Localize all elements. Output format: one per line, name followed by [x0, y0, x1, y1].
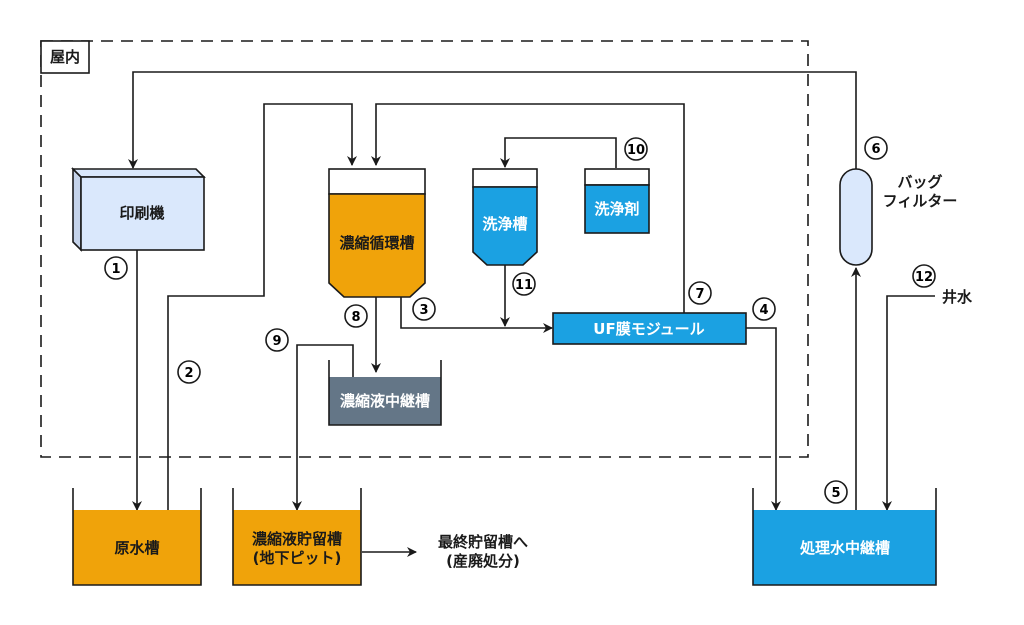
marker-2: 2: [177, 360, 201, 384]
marker-5: 5: [824, 480, 848, 504]
svg-text:3: 3: [419, 303, 428, 318]
uf-module-label: UF膜モジュール: [593, 320, 704, 338]
concentrate-relay-tank-label: 濃縮液中継槽: [340, 392, 430, 410]
treated-water-relay-tank-label: 処理水中継槽: [799, 539, 890, 557]
detergent-node[interactable]: 洗浄剤: [584, 168, 650, 234]
marker-11: 11: [512, 272, 536, 296]
concentrate-circulation-tank-node[interactable]: 濃縮循環槽: [328, 168, 426, 298]
svg-text:11: 11: [515, 278, 533, 293]
svg-text:9: 9: [272, 334, 281, 349]
marker-3: 3: [412, 297, 436, 321]
concentrate-storage-tank-label-line2: (地下ピット): [253, 549, 342, 567]
svg-text:1: 1: [111, 262, 120, 277]
svg-text:4: 4: [759, 303, 768, 318]
flow-line-2: [167, 103, 357, 510]
well-water-label: 井水: [942, 288, 973, 306]
svg-text:8: 8: [351, 310, 360, 325]
bag-filter-label-line1: バッグ: [897, 173, 942, 191]
marker-8: 8: [344, 304, 368, 328]
svg-text:2: 2: [184, 366, 193, 381]
svg-text:5: 5: [831, 486, 840, 501]
concentrate-circulation-tank-label: 濃縮循環槽: [339, 234, 414, 252]
detergent-label: 洗浄剤: [594, 200, 639, 218]
flow-line-3: [400, 297, 553, 333]
indoor-region-label-box: [40, 40, 90, 74]
marker-1: 1: [104, 256, 128, 280]
bag-filter-node[interactable]: [839, 168, 873, 266]
flow-line-7: [371, 103, 685, 313]
svg-text:6: 6: [871, 142, 880, 157]
final-storage-label-line2: (産廃処分): [446, 552, 520, 570]
flow-line-4: [746, 327, 781, 511]
uf-module-node[interactable]: UF膜モジュール: [552, 312, 747, 345]
raw-water-tank-label: 原水槽: [114, 539, 159, 557]
svg-text:12: 12: [915, 270, 933, 285]
concentrate-storage-tank-node[interactable]: 濃縮液貯留槽 (地下ピット): [232, 488, 362, 586]
marker-7: 7: [688, 281, 712, 305]
marker-9: 9: [265, 328, 289, 352]
marker-10: 10: [624, 137, 648, 161]
flow-line-10: [500, 137, 617, 168]
wash-tank-node[interactable]: 洗浄槽: [472, 168, 538, 266]
wash-tank-label: 洗浄槽: [482, 215, 527, 233]
final-storage-label-line1: 最終貯留槽へ: [438, 533, 528, 551]
printer-node[interactable]: 印刷機: [71, 167, 206, 252]
concentrate-relay-tank-node[interactable]: 濃縮液中継槽: [328, 360, 442, 426]
treated-water-relay-tank-node[interactable]: 処理水中継槽: [752, 488, 937, 586]
concentrate-storage-tank-label-line1: 濃縮液貯留槽: [252, 530, 342, 548]
svg-text:10: 10: [627, 143, 645, 158]
flow-line-6: [128, 71, 857, 172]
marker-6: 6: [864, 136, 888, 160]
flow-line-9: [292, 344, 354, 511]
printer-label: 印刷機: [119, 204, 164, 222]
indoor-region-boundary: [40, 40, 809, 458]
svg-text:7: 7: [695, 287, 704, 302]
raw-water-tank-node[interactable]: 原水槽: [72, 488, 202, 586]
indoor-region-label: 屋内: [50, 48, 80, 66]
marker-4: 4: [752, 297, 776, 321]
marker-12: 12: [912, 264, 936, 288]
bag-filter-label-line2: フィルター: [883, 192, 958, 210]
flow-line-12: [882, 295, 935, 511]
